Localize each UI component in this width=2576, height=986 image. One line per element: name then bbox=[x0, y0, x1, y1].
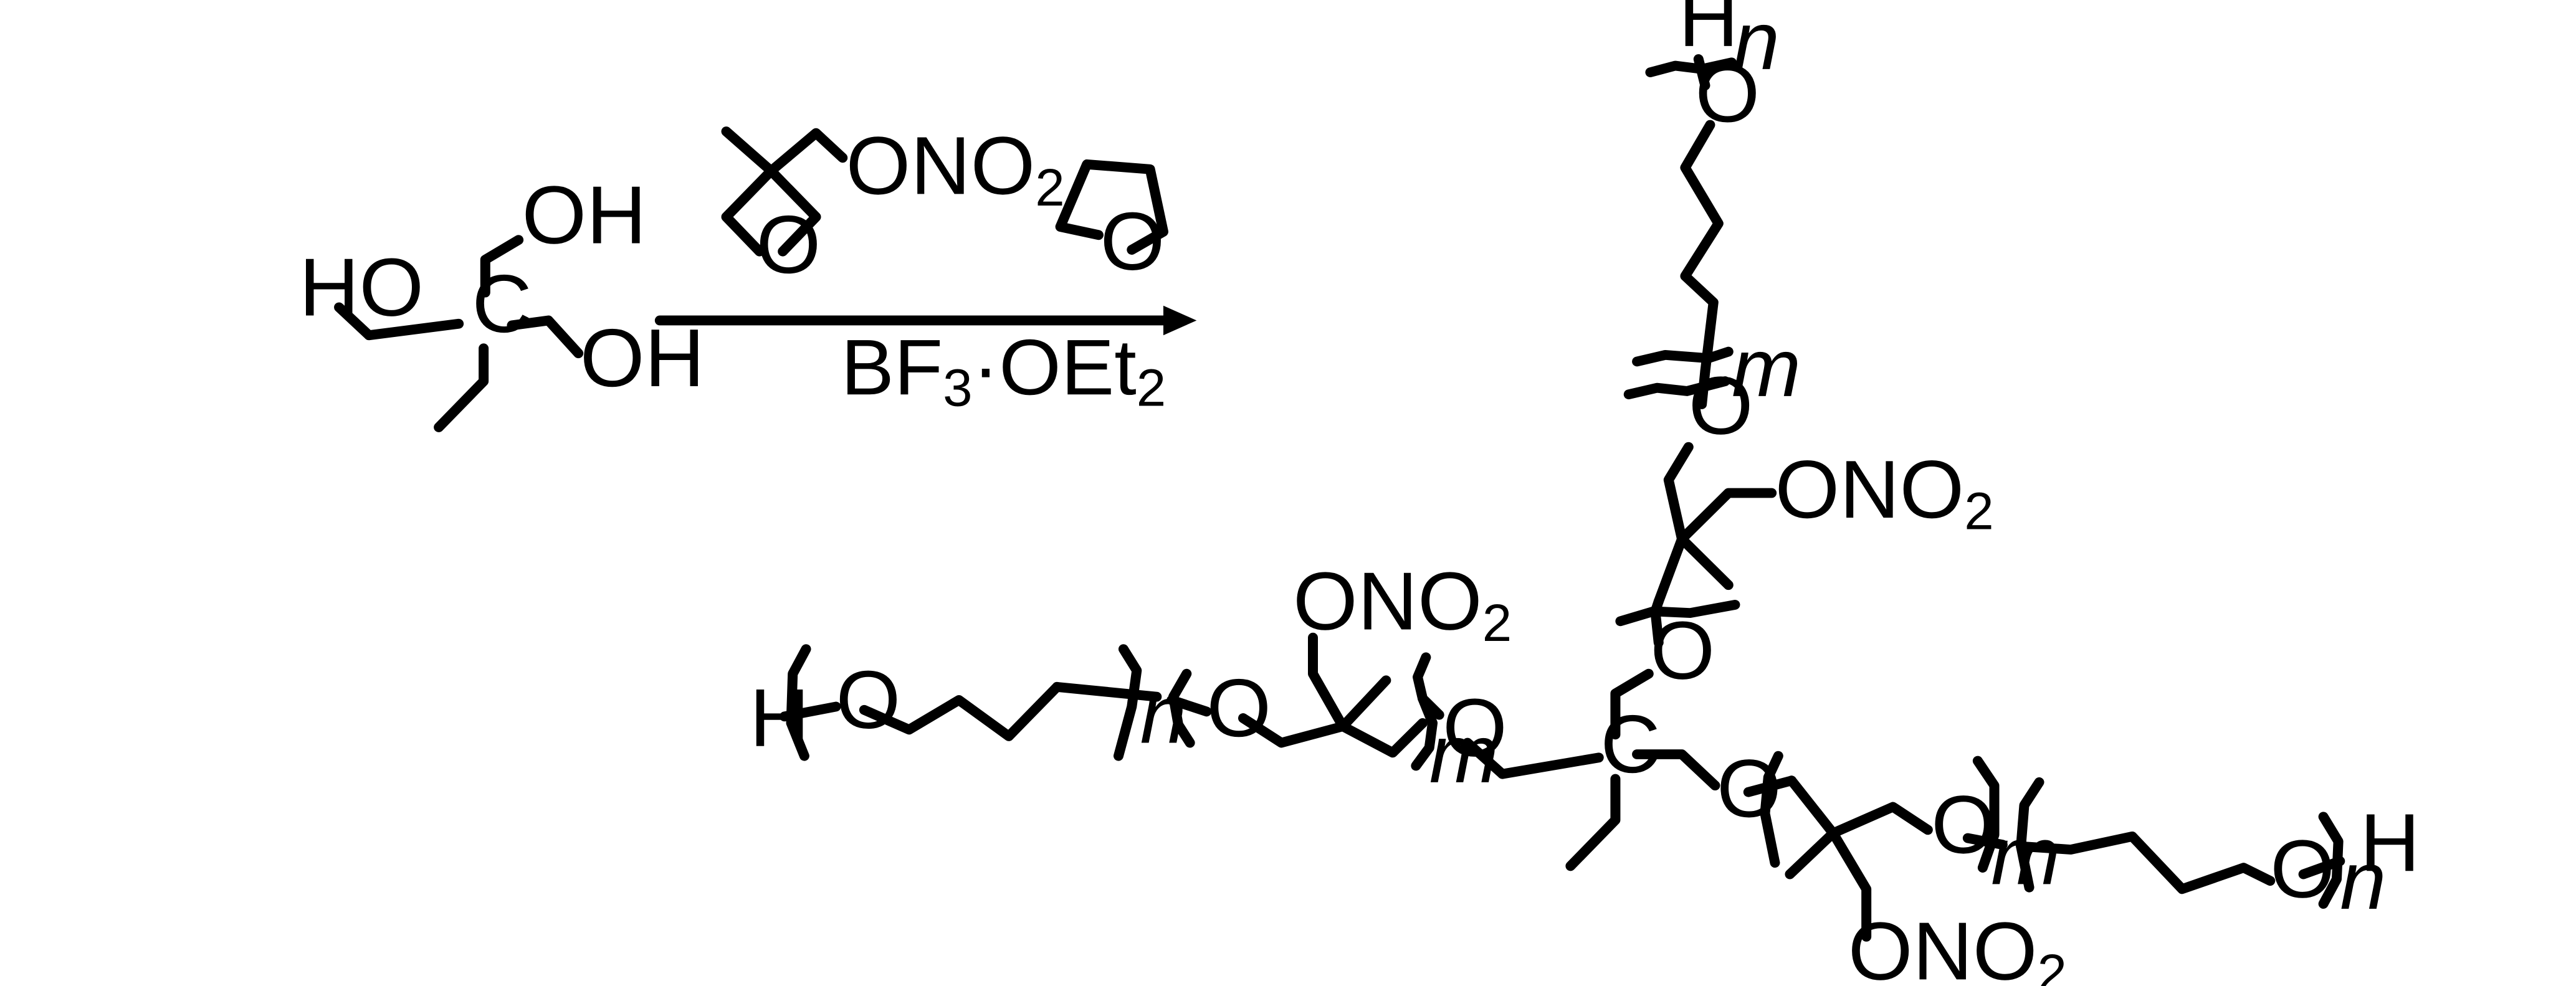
bond bbox=[1677, 488, 1777, 544]
oh-right-label: OH bbox=[580, 313, 705, 404]
bond bbox=[434, 343, 489, 432]
product-core-carbon-label: C bbox=[1600, 699, 1660, 790]
bond bbox=[1663, 442, 1694, 544]
bracket-n-upper bbox=[1645, 57, 1737, 78]
bracket-m-lower bbox=[1615, 599, 1740, 627]
monomer-thf: O bbox=[1055, 159, 1168, 288]
bond bbox=[507, 315, 584, 359]
bond bbox=[1462, 737, 1508, 779]
right-arm: O ONO2 O m O H n bbox=[1717, 743, 2420, 986]
left-index-n: n bbox=[1140, 669, 1186, 761]
bond bbox=[1653, 534, 1734, 607]
left-inner-oxygen: O bbox=[1206, 663, 1271, 754]
methyl-bond bbox=[1338, 675, 1391, 732]
thf-chain bbox=[859, 681, 1062, 741]
methyl-bond bbox=[721, 126, 776, 176]
left-outer-oxygen: O bbox=[836, 654, 901, 746]
bond bbox=[1338, 718, 1428, 758]
top-index-n: n bbox=[1734, 0, 1780, 87]
oxetane-ono2-label: ONO2 bbox=[846, 120, 1065, 217]
bracket-m-upper bbox=[1623, 376, 1730, 400]
left-index-m: m bbox=[1429, 708, 1499, 800]
right-terminal-h: H bbox=[2360, 797, 2420, 889]
oxetane-ring bbox=[766, 166, 821, 257]
thf-oxygen-label: O bbox=[1100, 196, 1165, 287]
starting-material-triol: HO OH OH C bbox=[299, 169, 705, 432]
bracket-n-left bbox=[786, 644, 811, 761]
bond bbox=[1238, 713, 1348, 748]
bracket-m-left bbox=[1168, 668, 1195, 748]
oxetane-oxygen-label: O bbox=[756, 199, 821, 291]
bracket-m-right-lower bbox=[1411, 693, 1438, 771]
monomer-oxetane: O ONO2 bbox=[721, 120, 1065, 291]
thf-chain bbox=[1680, 120, 1724, 377]
bond bbox=[480, 235, 524, 298]
left-ono2-label: ONO2 bbox=[1293, 556, 1512, 652]
bond bbox=[1610, 668, 1654, 740]
bracket-m-left bbox=[1760, 751, 1783, 868]
bond bbox=[1308, 632, 1348, 732]
reaction-arrow bbox=[654, 305, 1197, 336]
arrow-head bbox=[1163, 305, 1197, 336]
bond bbox=[1052, 681, 1162, 702]
top-ono2-label: ONO2 bbox=[1775, 444, 1993, 541]
thf-ring bbox=[1055, 159, 1168, 255]
bracket-m-right bbox=[1972, 756, 2000, 873]
bond bbox=[1565, 774, 1621, 871]
right-index-n: n bbox=[2340, 835, 2386, 927]
top-arm: O ONO2 O m O H n bbox=[1615, 0, 1994, 696]
bond bbox=[1828, 802, 1933, 838]
product-star-copolymer: C O m ONO2 O n O H bbox=[750, 0, 2420, 986]
methyl-bond bbox=[1785, 828, 1838, 879]
ho-left-label: HO bbox=[299, 242, 424, 333]
top-terminal-h: H bbox=[1679, 0, 1739, 64]
bond bbox=[364, 318, 464, 341]
bond bbox=[1828, 828, 1872, 942]
bond bbox=[334, 302, 374, 341]
bracket-n-right bbox=[2318, 812, 2344, 909]
oxetane-ring bbox=[721, 166, 776, 257]
right-ono2-label: ONO2 bbox=[1848, 906, 2067, 986]
bond bbox=[1962, 833, 2008, 850]
bond bbox=[1632, 749, 1720, 791]
bond bbox=[1497, 752, 1604, 779]
core-carbon-label: C bbox=[472, 258, 532, 350]
thf-chain bbox=[2016, 831, 2276, 894]
top-index-m: m bbox=[1732, 322, 1801, 414]
nitratomethyl-bond bbox=[766, 128, 848, 176]
catalyst-label: BF3·OEt2 bbox=[841, 323, 1166, 417]
oh-top-label: OH bbox=[522, 169, 646, 261]
bracket-n-left bbox=[2016, 777, 2044, 893]
left-ether-oxygen: O bbox=[1443, 682, 1507, 774]
left-arm: O m ONO2 O n O H bbox=[750, 556, 1512, 800]
bracket-n-lower bbox=[1632, 346, 1734, 367]
bracket-n-right bbox=[1113, 644, 1142, 761]
bond bbox=[1787, 775, 1838, 838]
left-terminal-h: H bbox=[750, 672, 809, 764]
